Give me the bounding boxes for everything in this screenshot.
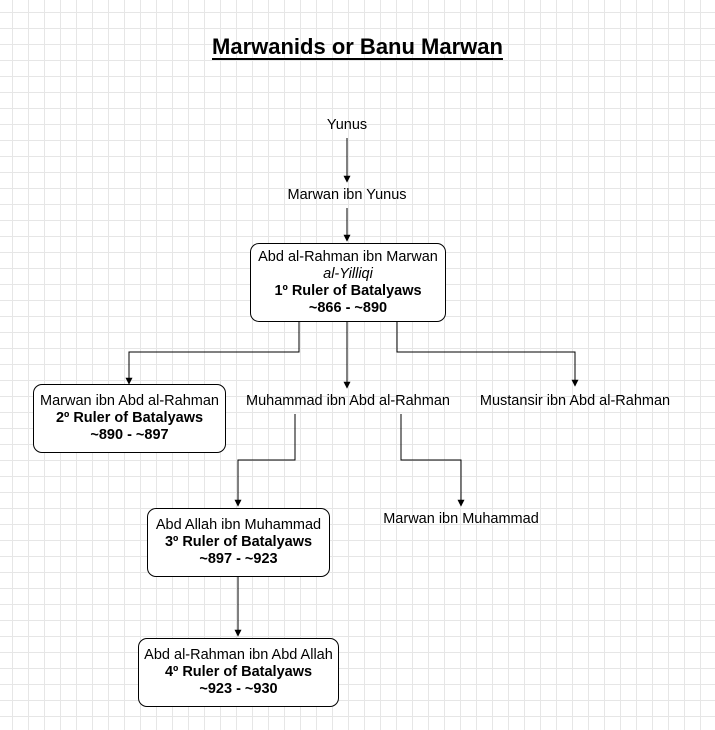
- node-rule: 3º Ruler of Batalyaws: [164, 534, 313, 550]
- edge-muhammad-marwan3: [400, 414, 465, 507]
- node-dates: ~866 - ~890: [308, 299, 388, 316]
- node-epithet: al-Yilliqi: [323, 265, 373, 282]
- node-abd-al-rahman-ibn-marwan: Abd al-Rahman ibn Marwan al-Yilliqi 1º R…: [250, 243, 446, 322]
- node-marwan-ibn-abd-al-rahman: Marwan ibn Abd al-Rahman 2º Ruler of Bat…: [33, 384, 226, 453]
- node-dates: ~890 - ~897: [90, 427, 169, 443]
- node-marwan-ibn-yunus: Marwan ibn Yunus: [287, 187, 407, 203]
- node-rule: 4º Ruler of Batalyaws: [164, 664, 313, 680]
- edge-abdalrahman-mustansir: [396, 322, 579, 387]
- node-dates: ~897 - ~923: [199, 551, 278, 567]
- edge-muhammad-abdallah: [234, 414, 296, 507]
- edge-abdalrahman-marwan2: [125, 322, 300, 385]
- node-name: Abd al-Rahman ibn Abd Allah: [144, 647, 333, 663]
- node-mustansir-ibn-abd-al-rahman: Mustansir ibn Abd al-Rahman: [479, 393, 671, 409]
- node-name: Abd al-Rahman ibn Marwan: [258, 248, 438, 265]
- node-yunus: Yunus: [326, 117, 368, 133]
- node-marwan-ibn-muhammad: Marwan ibn Muhammad: [383, 511, 539, 527]
- node-muhammad-ibn-abd-al-rahman: Muhammad ibn Abd al-Rahman: [246, 393, 450, 409]
- node-rule: 2º Ruler of Batalyaws: [55, 410, 204, 426]
- node-name: Abd Allah ibn Muhammad: [155, 517, 322, 533]
- diagram-title: Marwanids or Banu Marwan: [212, 34, 503, 59]
- node-abd-al-rahman-ibn-abd-allah: Abd al-Rahman ibn Abd Allah 4º Ruler of …: [138, 638, 339, 707]
- node-abd-allah-ibn-muhammad: Abd Allah ibn Muhammad 3º Ruler of Batal…: [147, 508, 330, 577]
- node-rule: 1º Ruler of Batalyaws: [274, 282, 422, 299]
- node-dates: ~923 - ~930: [199, 681, 278, 697]
- node-name: Marwan ibn Abd al-Rahman: [40, 393, 219, 409]
